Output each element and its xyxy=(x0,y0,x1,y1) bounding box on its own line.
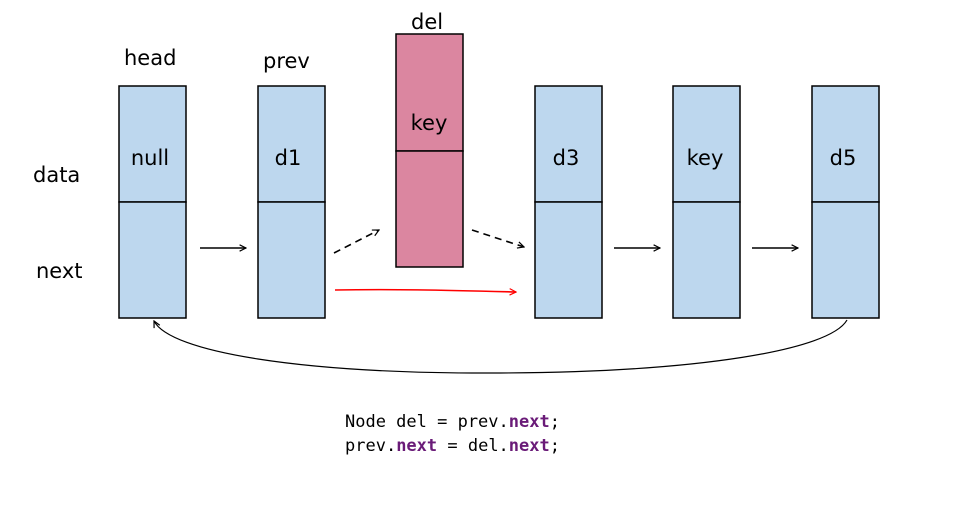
node-del-value: key xyxy=(411,111,448,135)
row-label-data: data xyxy=(33,163,80,187)
node-prev: d1 xyxy=(257,85,326,319)
node-del-next-cell xyxy=(395,150,464,268)
node-head-value: null xyxy=(131,146,169,170)
node-d5-next-cell xyxy=(811,201,880,319)
node-key-data-cell xyxy=(672,85,741,203)
row-label-next: next xyxy=(36,259,83,283)
arrow-del-to-d3-dashed xyxy=(471,229,524,247)
code-snippet: Node del = prev.next; prev.next = del.nex… xyxy=(345,410,560,458)
keyword-next: next xyxy=(508,436,550,456)
node-prev-value: d1 xyxy=(275,146,302,170)
code-line-1: Node del = prev.next; xyxy=(345,412,560,432)
node-head-data-cell xyxy=(118,85,187,203)
keyword-next: next xyxy=(508,412,550,432)
arrow-d5-to-head-circular xyxy=(154,319,848,374)
pointer-label-prev: prev xyxy=(263,49,310,73)
node-key-next-cell xyxy=(672,201,741,319)
pointer-label-del: del xyxy=(411,10,443,34)
node-head: null xyxy=(118,85,187,319)
node-prev-next-cell xyxy=(257,201,326,319)
node-d3-data-cell xyxy=(534,85,603,203)
keyword-next: next xyxy=(396,436,438,456)
pointer-label-head: head xyxy=(124,46,176,70)
node-del-data-cell xyxy=(395,33,464,152)
node-d3-value: d3 xyxy=(553,146,580,170)
node-head-next-cell xyxy=(118,201,187,319)
arrow-prev-to-d3-new-link xyxy=(334,290,516,292)
node-del: key xyxy=(395,33,464,268)
node-d3: d3 xyxy=(534,85,603,319)
node-prev-data-cell xyxy=(257,85,326,203)
node-d5-data-cell xyxy=(811,85,880,203)
code-line-2: prev.next = del.next; xyxy=(345,436,560,456)
node-d5-value: d5 xyxy=(830,146,857,170)
node-d3-next-cell xyxy=(534,201,603,319)
arrow-prev-to-del-dashed xyxy=(333,229,379,254)
node-key: key xyxy=(672,85,741,319)
node-d5: d5 xyxy=(811,85,880,319)
node-key-value: key xyxy=(687,146,724,170)
